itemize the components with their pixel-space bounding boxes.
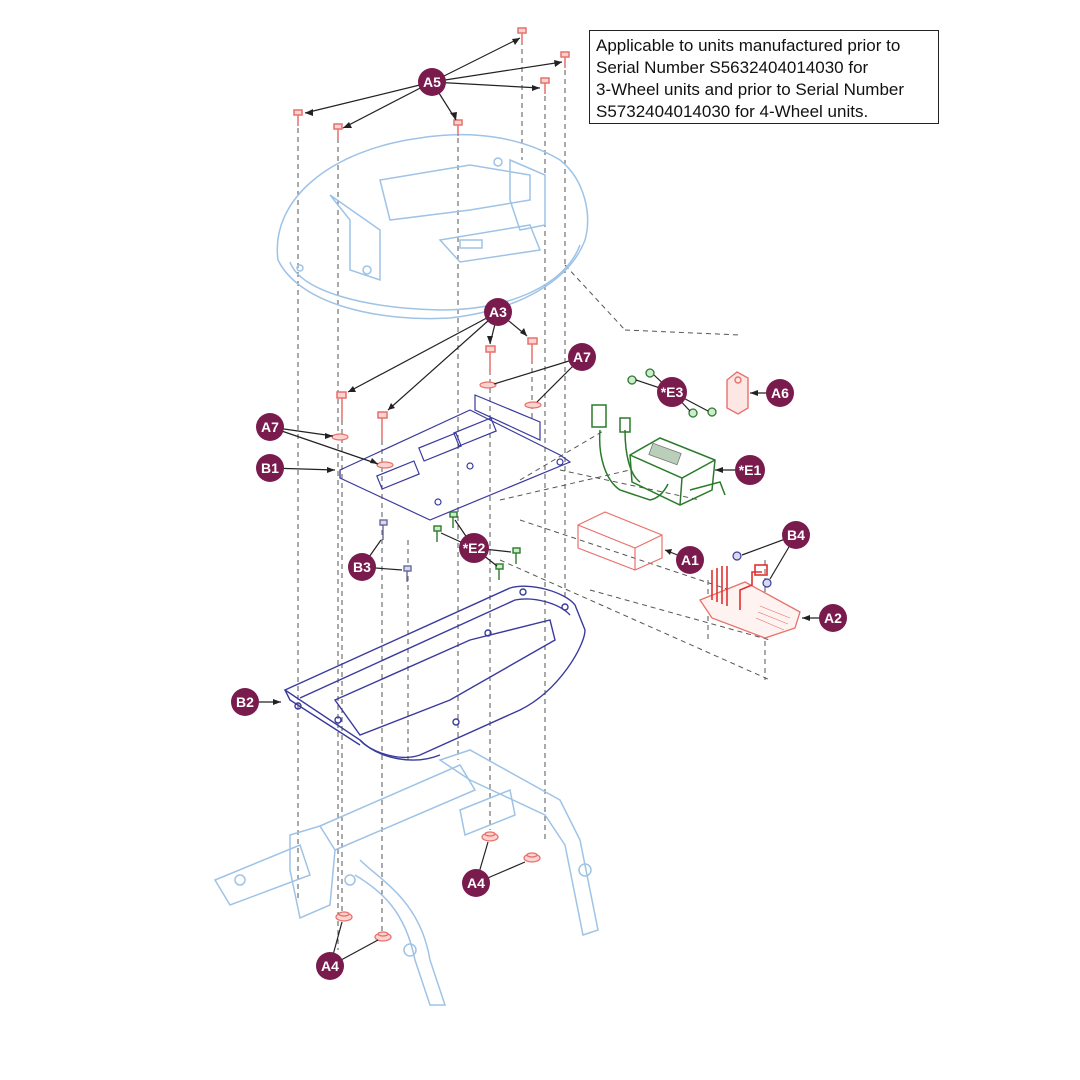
svg-text:*E1: *E1 [739, 462, 762, 478]
note-line-2: Serial Number S5632404014030 for [596, 58, 869, 77]
svg-text:*E3: *E3 [661, 384, 684, 400]
screws-b3 [379, 519, 412, 582]
note-line-3: 3-Wheel units and prior to Serial Number [596, 80, 905, 99]
svg-text:A1: A1 [681, 552, 699, 568]
callout-a4-mid: A4 [462, 869, 490, 897]
base-frame [213, 749, 599, 1006]
svg-text:B4: B4 [787, 527, 805, 543]
callout-b4: B4 [782, 521, 810, 549]
note-line-4: S5732404014030 for 4-Wheel units. [596, 102, 869, 121]
mounting-bracket-b1 [339, 394, 572, 521]
callout-b1: B1 [256, 454, 284, 482]
callout-b3: B3 [348, 553, 376, 581]
washers-a7 [331, 381, 542, 469]
svg-text:B1: B1 [261, 460, 279, 476]
callout-a3: A3 [484, 298, 512, 326]
harness-board-a2 [699, 564, 801, 639]
charger-e1 [591, 404, 726, 506]
svg-text:A7: A7 [261, 419, 279, 435]
callout-a7-right: A7 [568, 343, 596, 371]
callouts: A5 A3 A7 A7 B1 B3 *E2 *E3 *E1 A6 A1 B4 A… [231, 68, 847, 980]
nuts-b4 [732, 551, 772, 588]
svg-text:A5: A5 [423, 74, 441, 90]
svg-text:*E2: *E2 [463, 540, 486, 556]
callout-a4-bottom: A4 [316, 952, 344, 980]
svg-text:B2: B2 [236, 694, 254, 710]
svg-text:A2: A2 [824, 610, 842, 626]
bolts-a3 [336, 337, 538, 440]
svg-text:A7: A7 [573, 349, 591, 365]
callout-a6: A6 [766, 379, 794, 407]
svg-text:A4: A4 [321, 958, 339, 974]
dashed-guide-lines [297, 40, 771, 950]
svg-text:B3: B3 [353, 559, 371, 575]
connector-a6 [726, 371, 749, 415]
screws-e2 [433, 511, 521, 580]
callout-e2: *E2 [459, 533, 489, 563]
callout-b2: B2 [231, 688, 259, 716]
leader-arrowheads [273, 38, 810, 705]
upper-shroud [276, 133, 589, 320]
svg-text:A4: A4 [467, 875, 485, 891]
serial-number-note: Applicable to units manufactured prior t… [589, 30, 939, 124]
callout-a5: A5 [418, 68, 446, 96]
callout-a1: A1 [676, 546, 704, 574]
battery-pad-a1 [577, 511, 663, 571]
callout-a7-left: A7 [256, 413, 284, 441]
leader-lines [245, 37, 833, 967]
callout-a2: A2 [819, 604, 847, 632]
note-line-1: Applicable to units manufactured prior t… [596, 36, 901, 55]
callout-e1: *E1 [735, 455, 765, 485]
callout-e3: *E3 [657, 377, 687, 407]
nuts-e3 [627, 368, 717, 418]
svg-text:A6: A6 [771, 385, 789, 401]
svg-text:A3: A3 [489, 304, 507, 320]
screws-a5 [293, 27, 570, 140]
base-tray-b2 [283, 585, 586, 761]
nuts-a4 [335, 831, 541, 942]
